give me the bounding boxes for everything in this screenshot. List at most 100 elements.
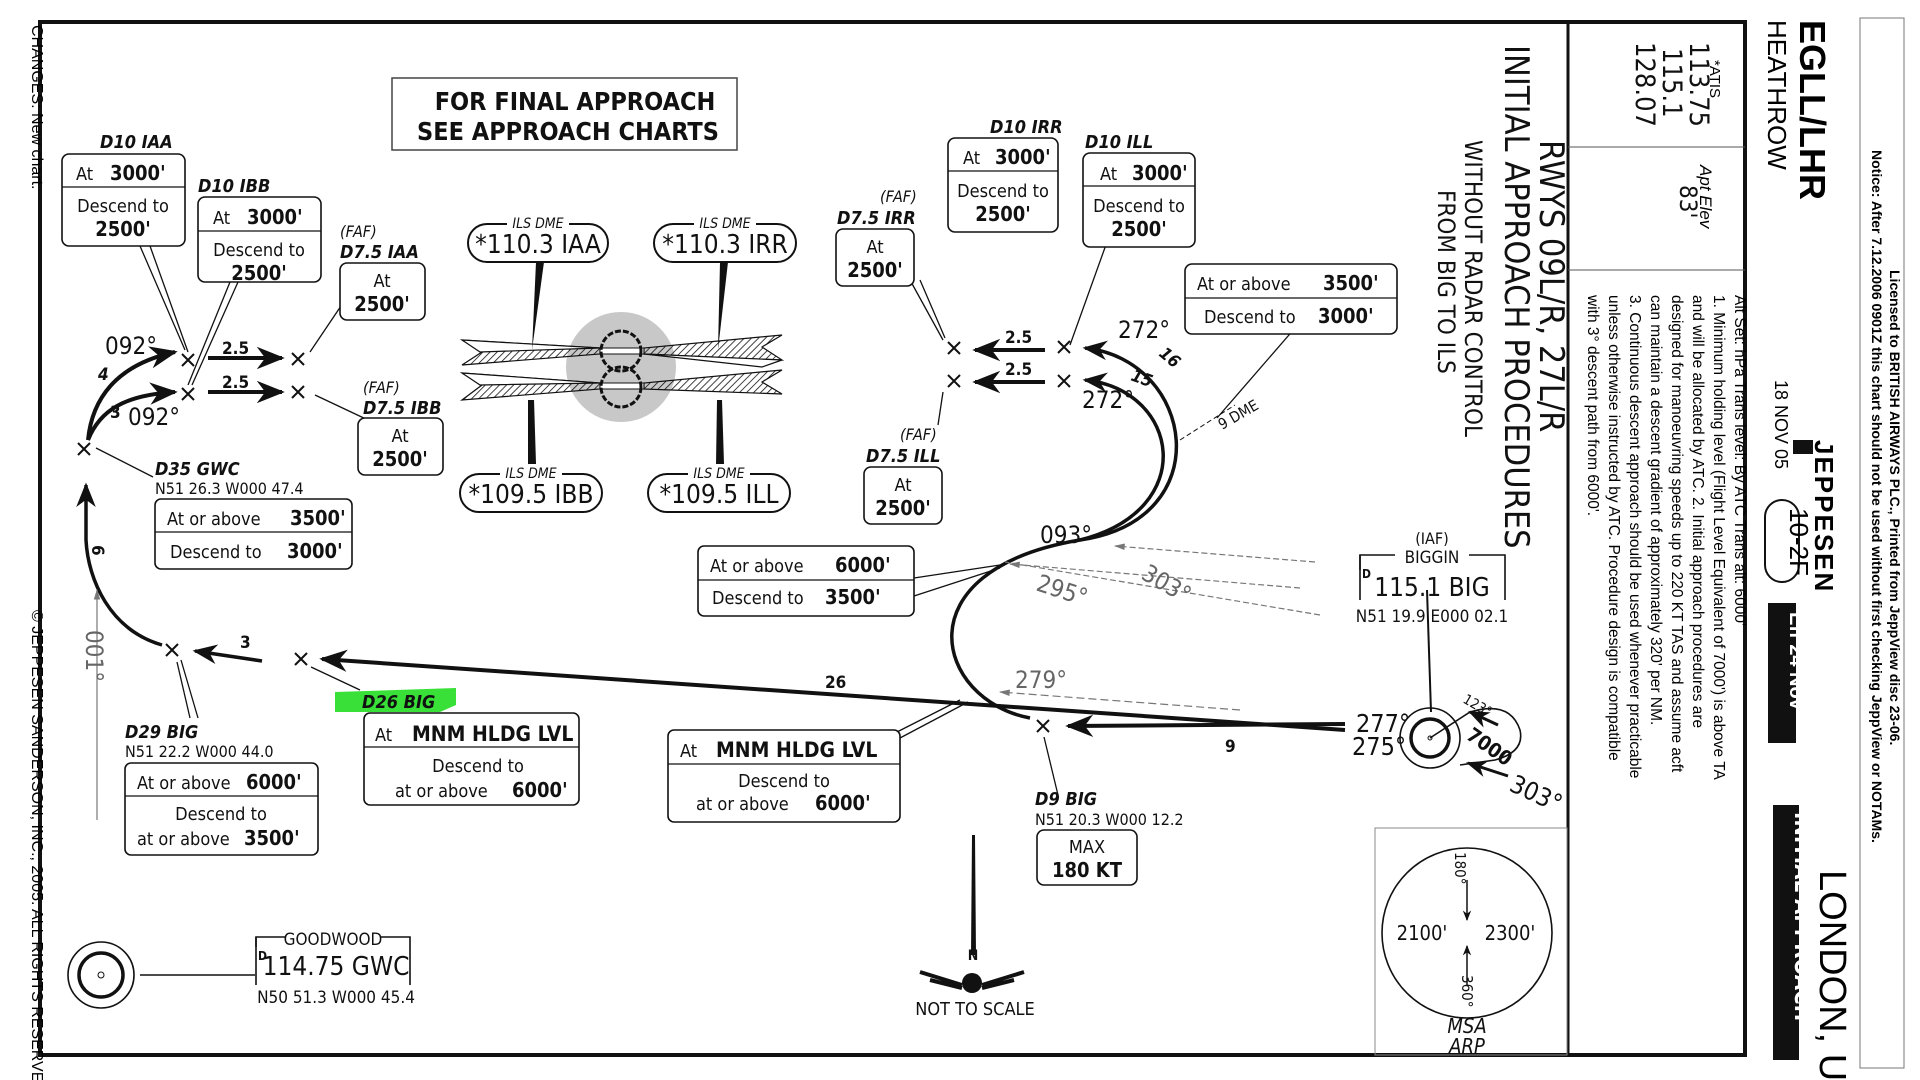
svg-text:N51 26.3 W000 47.4: N51 26.3 W000 47.4 — [155, 479, 304, 498]
right-tracks — [950, 338, 1346, 738]
svg-text:2500': 2500' — [231, 261, 287, 285]
svg-text:3000': 3000' — [247, 205, 303, 229]
svg-text:83': 83' — [1674, 185, 1702, 218]
callout-d9-big: D9 BIG N51 20.3 W000 12.2 MAX 180 KT — [1035, 789, 1184, 886]
svg-text:360°: 360° — [1458, 975, 1476, 1008]
svg-text:001°: 001° — [80, 630, 108, 682]
chart-title: RWYS 09L/R, 27L/R INITIAL APPROACH PROCE… — [1432, 45, 1571, 549]
svg-text:ARP: ARP — [1448, 1034, 1485, 1058]
ils-iaa: ILS DME *110.3 IAA — [467, 216, 609, 350]
svg-text:at or above: at or above — [395, 781, 488, 802]
svg-text:designed for manoeuvring speed: designed for manoeuvring speeds up to 22… — [1668, 295, 1685, 773]
msa-diagram: 180° 360° 2100' 2300' MSA ARP — [1374, 827, 1568, 1058]
svg-text:295°: 295° — [1033, 569, 1091, 612]
svg-text:3500': 3500' — [290, 506, 346, 530]
leader-lines — [95, 227, 1432, 976]
svg-text:D10 IAA: D10 IAA — [100, 132, 173, 153]
svg-text:*109.5 ILL: *109.5 ILL — [659, 480, 778, 510]
svg-text:WITHOUT RADAR CONTROL: WITHOUT RADAR CONTROL — [1459, 140, 1487, 437]
svg-text:at or above: at or above — [696, 794, 789, 815]
svg-text:093°: 093° — [1040, 521, 1092, 549]
notes: Alt Set: hPa Trans level: By ATC Trans a… — [1584, 294, 1748, 781]
notice: Licensed to BRITISH AIRWAYS PLC., Printe… — [1869, 150, 1903, 843]
ils-irr: ILS DME *110.3 IRR — [653, 216, 797, 350]
fix-marks — [77, 340, 1071, 733]
svg-text:RWYS 09L/R, 27L/R: RWYS 09L/R, 27L/R — [1531, 140, 1571, 432]
svg-text:D29 BIG: D29 BIG — [125, 722, 198, 743]
svg-text:Descend to: Descend to — [432, 756, 524, 777]
callout-d10-irr: D10 IRR At 3000' Descend to 2500' — [947, 117, 1063, 233]
chart-date: 18 NOV 05 — [1771, 380, 1791, 469]
svg-text:9 DME: 9 DME — [1215, 396, 1262, 433]
svg-text:*110.3 IRR: *110.3 IRR — [662, 230, 787, 260]
svg-text:FOR FINAL APPROACH: FOR FINAL APPROACH — [435, 87, 716, 116]
svg-text:275°: 275° — [1352, 732, 1406, 761]
svg-text:3500': 3500' — [1323, 271, 1379, 295]
svg-text:At: At — [894, 475, 911, 496]
notice-box — [1859, 17, 1905, 1069]
svg-text:2500': 2500' — [875, 496, 931, 520]
left-margin: CHANGES: New chart. © JEPPESEN SANDERSON… — [28, 25, 45, 1080]
svg-text:4: 4 — [97, 365, 109, 385]
svg-text:*ATIS: *ATIS — [1706, 60, 1723, 98]
svg-text:6000': 6000' — [835, 553, 891, 577]
fix-d10-ibb — [181, 387, 195, 401]
svg-text:3000': 3000' — [287, 539, 343, 563]
svg-text:3: 3 — [110, 403, 121, 423]
svg-text:2500': 2500' — [847, 258, 903, 282]
callout-d10-ill: D10 ILL At 3000' Descend to 2500' — [1082, 132, 1196, 248]
svg-text:BIGGIN: BIGGIN — [1405, 548, 1460, 568]
svg-text:2.5: 2.5 — [1005, 328, 1032, 348]
svg-text:272°: 272° — [1118, 316, 1170, 344]
svg-text:D7.5 IRR: D7.5 IRR — [837, 208, 916, 229]
svg-text:279°: 279° — [1015, 666, 1067, 694]
brand: JEPPESEN — [1809, 440, 1839, 593]
svg-text:2.5: 2.5 — [222, 373, 249, 393]
svg-text:(FAF): (FAF) — [340, 222, 377, 241]
svg-text:D35 GWC: D35 GWC — [155, 459, 240, 480]
north-arrow: N NOT TO SCALE — [915, 835, 1035, 1020]
svg-text:At or above: At or above — [1197, 274, 1291, 295]
svg-text:303°: 303° — [1137, 559, 1196, 609]
svg-text:3000': 3000' — [1132, 161, 1188, 185]
svg-text:D10 IRR: D10 IRR — [990, 117, 1063, 138]
svg-text:MNM HLDG LVL: MNM HLDG LVL — [716, 738, 877, 762]
svg-text:At or above: At or above — [710, 556, 804, 577]
callout-d35-gwc: D35 GWC N51 26.3 W000 47.4 At or above 3… — [154, 459, 353, 570]
svg-text:6000': 6000' — [246, 770, 302, 794]
fix-d9-big — [1036, 719, 1050, 733]
svg-text:*109.5 IBB: *109.5 IBB — [468, 480, 593, 510]
svg-text:SEE APPROACH CHARTS: SEE APPROACH CHARTS — [417, 117, 719, 146]
callout-d75-iaa: (FAF) D7.5 IAA At 2500' — [339, 222, 426, 321]
svg-text:At: At — [76, 164, 93, 185]
svg-text:N51 22.2 W000 44.0: N51 22.2 W000 44.0 — [125, 742, 274, 761]
track-labels: 092° 092° 272° 272° 093° 295° 303° 279° … — [80, 316, 1567, 818]
fix-d75-ill — [947, 374, 961, 388]
svg-text:INITIAL APPROACH PROCEDURES: INITIAL APPROACH PROCEDURES — [1496, 45, 1536, 549]
svg-text:N: N — [968, 948, 979, 964]
svg-text:115.1 BIG: 115.1 BIG — [1374, 573, 1489, 603]
ils-ibb: ILS DME *109.5 IBB — [459, 400, 603, 513]
svg-text:At: At — [213, 208, 230, 229]
svg-text:NOT TO SCALE: NOT TO SCALE — [915, 999, 1035, 1020]
fix-d75-irr — [947, 341, 961, 355]
chart-type: INITIAL APPROACH — [1789, 812, 1814, 1021]
fix-d35-gwc — [77, 442, 91, 456]
vor-heathrow-south — [599, 365, 643, 409]
svg-text:At: At — [375, 725, 392, 746]
svg-text:Licensed to BRITISH AIRWAYS PL: Licensed to BRITISH AIRWAYS PLC., Printe… — [1887, 270, 1903, 745]
callout-d29-big: D29 BIG N51 22.2 W000 44.0 At or above 6… — [124, 722, 319, 856]
biggin-vor: (IAF) BIGGIN D 115.1 BIG N51 19.9 E000 0… — [1356, 529, 1522, 778]
highlight-mark — [335, 688, 456, 712]
svg-text:At: At — [391, 426, 408, 447]
fix-d29-big — [165, 643, 179, 657]
svg-text:At: At — [680, 741, 697, 762]
airport-code: EGLL/LHR — [1792, 20, 1833, 200]
svg-text:128.07: 128.07 — [1629, 42, 1660, 127]
svg-text:180°: 180° — [1451, 852, 1469, 885]
svg-text:ILS DME: ILS DME — [505, 466, 556, 482]
svg-text:ILS DME: ILS DME — [693, 466, 744, 482]
svg-text:092°: 092° — [128, 403, 180, 431]
svg-text:D26 BIG: D26 BIG — [362, 692, 435, 713]
